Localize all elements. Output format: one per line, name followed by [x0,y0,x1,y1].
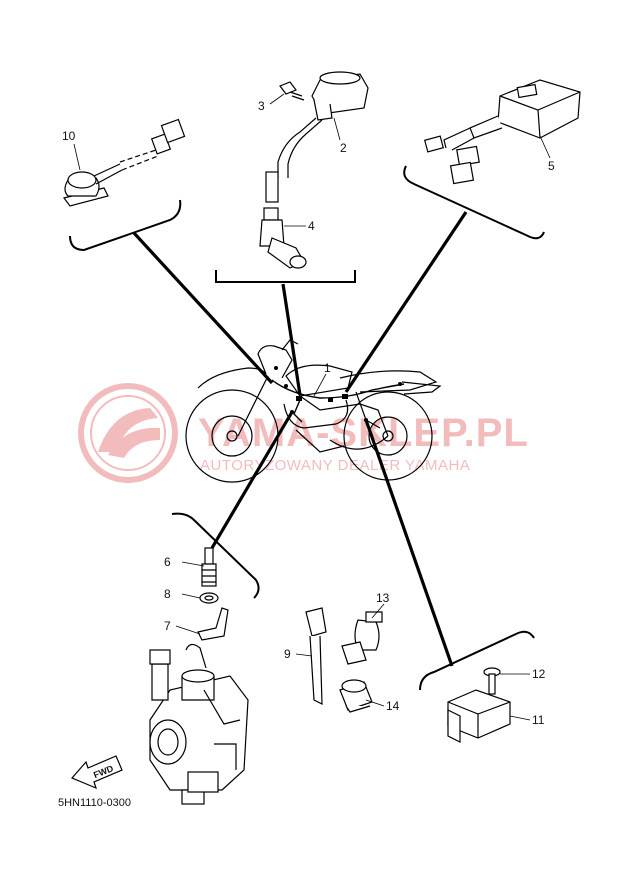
callout-2: 2 [340,141,347,155]
frame-top-left [69,199,182,252]
watermark: YAMA-SKLEP.PL AUTORYZOWANY DEALER YAMAHA [78,383,529,483]
callout-9: 9 [284,647,291,661]
frame-top-center [215,270,356,283]
part-9-cable-tie [305,607,327,705]
part-4-plug-cap [259,207,307,269]
leader-line-11 [364,419,454,667]
leader-line-10 [132,231,274,385]
front-fender [197,367,267,389]
part-10-sensor [62,118,186,207]
part-11-relay [447,689,511,743]
callout-leaders [73,93,551,721]
frame-bottom-right [419,630,535,691]
seat [339,370,438,393]
part-3-bolt [279,81,305,101]
leader-lines [132,211,468,667]
drawing-code: 5HN1110-0300 [58,797,131,809]
part-7-bracket [197,607,229,641]
leader-line-2 [281,283,302,396]
callout-3: 3 [258,99,265,113]
headlight-cowl [257,345,293,379]
part-12-screw [483,667,501,695]
callout-8: 8 [164,587,171,601]
part-2-ignition-coil [265,71,369,203]
fork [237,375,269,437]
watermark-tagline-text: AUTORYZOWANY DEALER YAMAHA [200,457,470,474]
leader-line-6 [210,411,294,549]
part-5-unit [423,79,581,185]
callout-11: 11 [532,713,545,727]
part-14-holder [339,679,373,713]
callout-7: 7 [164,619,171,633]
part-6-bolt [201,547,217,587]
detail-frames [69,165,545,691]
rear-wheel [343,391,433,481]
callout-5: 5 [548,159,555,173]
rear-fender [401,381,442,395]
fwd-arrow: FWD [70,755,123,790]
main-harness [271,379,405,423]
callout-10: 10 [62,129,76,143]
watermark-site-text: YAMA-SKLEP.PL [198,411,529,455]
front-wheel [185,389,279,483]
engine [283,399,349,429]
leader-line-5 [344,211,468,393]
callout-numbers: 10 3 2 4 5 1 6 8 7 9 13 14 12 11 [62,99,555,727]
callout-12: 12 [532,667,546,681]
part-13-clamp [341,611,383,665]
watermark-logo [78,383,178,483]
part-8-washer [199,592,219,604]
callout-14: 14 [386,699,400,713]
frame-top-right [403,165,545,240]
callout-13: 13 [376,591,390,605]
callout-6: 6 [164,555,171,569]
fuel-tank [285,364,353,397]
frame-bottom-left [171,512,260,599]
carburetor [149,643,249,805]
callout-1: 1 [324,361,331,375]
callout-4: 4 [308,219,315,233]
